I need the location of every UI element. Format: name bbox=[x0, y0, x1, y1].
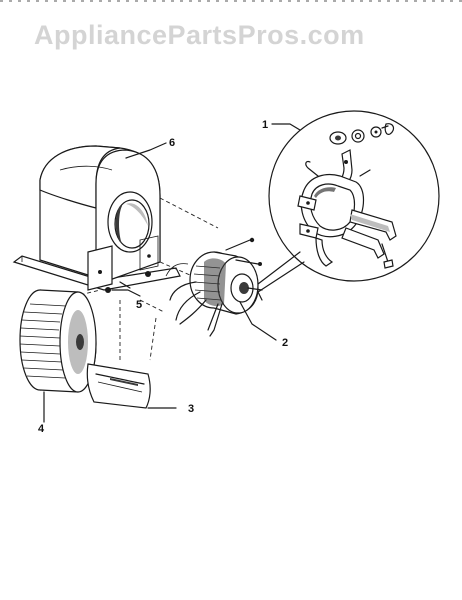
callout-leaders bbox=[43, 123, 301, 423]
blower-motor bbox=[165, 237, 263, 337]
callout-5: 5 bbox=[136, 299, 142, 311]
callout-6: 6 bbox=[169, 137, 175, 149]
callout-3: 3 bbox=[188, 403, 194, 415]
blower-housing bbox=[12, 145, 181, 291]
callout-4: 4 bbox=[38, 423, 45, 435]
callout-labels: 1 2 3 4 5 6 bbox=[38, 119, 288, 435]
blower-wheel bbox=[19, 289, 97, 393]
mounting-screws bbox=[105, 271, 151, 293]
cutoff-plate bbox=[86, 363, 151, 409]
callout-2: 2 bbox=[282, 337, 288, 349]
callout-1: 1 bbox=[262, 119, 268, 131]
motor-mount-inset bbox=[257, 110, 440, 293]
watermark-text: AppliancePartsPros.com bbox=[34, 20, 365, 50]
assembly-guide-lines bbox=[59, 197, 219, 361]
